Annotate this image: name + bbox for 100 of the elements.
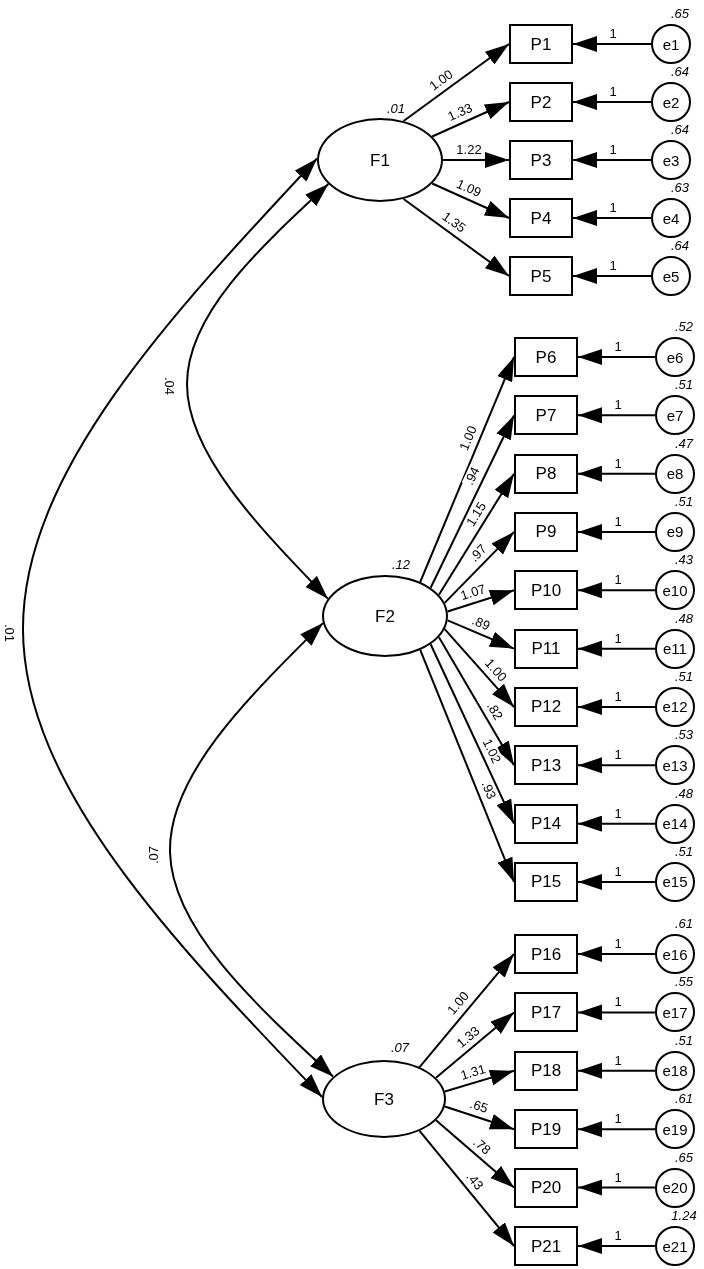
variable-label: P4 xyxy=(530,209,552,227)
variance-label: .64 xyxy=(670,122,690,136)
arrow xyxy=(419,356,515,583)
variable-label: P20 xyxy=(530,1179,562,1197)
variance-label: .51 xyxy=(674,669,694,683)
variable-label: e10 xyxy=(662,582,688,598)
latent-variable-ellipse xyxy=(322,575,448,657)
variable-label: e5 xyxy=(662,268,680,284)
observed-variable-box xyxy=(514,934,578,974)
error-term-circle xyxy=(651,82,691,122)
arrow xyxy=(419,649,515,883)
observed-variable-box xyxy=(514,992,578,1033)
variable-label: e11 xyxy=(663,641,687,657)
edge-label: .04 xyxy=(162,375,176,397)
variance-label: .51 xyxy=(674,844,694,858)
variable-label: P15 xyxy=(530,873,562,891)
variable-label: P21 xyxy=(530,1237,562,1255)
variance-label: .51 xyxy=(674,1033,694,1047)
double-headed-arrow xyxy=(186,183,330,600)
observed-variable-box xyxy=(509,24,573,64)
arrow xyxy=(435,1011,515,1079)
arrow xyxy=(577,1179,656,1196)
edge-label: 1 xyxy=(613,339,623,353)
observed-variable-box xyxy=(514,686,578,727)
error-term-circle xyxy=(655,337,695,377)
variable-label: e9 xyxy=(666,524,684,540)
arrow xyxy=(429,643,515,825)
double-headed-arrow xyxy=(169,622,335,1078)
observed-variable-box xyxy=(514,1109,578,1150)
arrow xyxy=(418,1129,515,1247)
latent-variable-ellipse xyxy=(322,1060,446,1138)
arrow xyxy=(577,699,656,715)
error-term-circle xyxy=(655,1109,695,1150)
variable-label: P10 xyxy=(530,581,562,599)
error-term-circle xyxy=(651,24,691,64)
error-term-circle xyxy=(655,686,695,727)
error-term-circle xyxy=(655,1167,695,1208)
variable-label: e17 xyxy=(662,1004,688,1020)
edge-label: 1 xyxy=(613,747,623,761)
observed-variable-box xyxy=(514,512,578,552)
error-term-circle xyxy=(655,1226,695,1266)
observed-variable-box xyxy=(509,140,573,180)
variable-label: e4 xyxy=(662,210,680,226)
variable-label: F2 xyxy=(375,607,395,625)
arrow xyxy=(443,1069,515,1093)
observed-variable-box xyxy=(514,861,578,902)
variable-label: e1 xyxy=(662,36,680,52)
variance-label: .07 xyxy=(390,1040,410,1054)
arrow xyxy=(577,524,656,540)
arrow xyxy=(572,94,652,110)
variance-label: .65 xyxy=(670,6,690,20)
observed-variable-box xyxy=(509,82,573,122)
variable-label: F3 xyxy=(374,1090,394,1108)
edge-label: 1 xyxy=(613,572,623,586)
error-term-circle xyxy=(651,140,691,180)
variance-label: .52 xyxy=(674,319,694,333)
observed-variable-box xyxy=(514,628,578,669)
variance-label: .55 xyxy=(674,974,694,988)
error-term-circle xyxy=(651,198,691,238)
edge-label: 1 xyxy=(613,1111,623,1125)
arrow xyxy=(577,640,656,657)
variable-label: e20 xyxy=(662,1180,688,1196)
error-term-circle xyxy=(655,1050,695,1091)
edge-label: .01 xyxy=(2,622,16,644)
arrow xyxy=(418,953,515,1069)
variance-label: .51 xyxy=(674,494,694,508)
edge-label: 1 xyxy=(608,258,618,272)
error-term-circle xyxy=(651,256,691,296)
observed-variable-box xyxy=(509,198,573,238)
error-term-circle xyxy=(655,395,695,436)
observed-variable-box xyxy=(514,453,578,494)
arrow xyxy=(442,152,510,168)
observed-variable-box xyxy=(509,256,573,296)
variable-label: P13 xyxy=(530,756,562,774)
edge-label: 1 xyxy=(608,84,618,98)
arrow xyxy=(572,210,652,226)
edge-label: 1 xyxy=(613,689,623,703)
variable-label: e19 xyxy=(662,1121,688,1137)
variable-label: P2 xyxy=(530,93,552,111)
edge-label: 1 xyxy=(613,864,623,878)
edge-label: 1 xyxy=(608,200,618,214)
arrow xyxy=(577,1238,656,1254)
variance-label: 1.24 xyxy=(671,1208,697,1222)
arrow xyxy=(577,349,656,365)
variable-label: e8 xyxy=(666,466,684,482)
arrow xyxy=(572,36,652,52)
variance-label: .47 xyxy=(674,436,694,450)
arrow xyxy=(577,582,656,599)
variable-label: P7 xyxy=(535,406,557,424)
arrow xyxy=(572,268,652,284)
arrow xyxy=(443,531,515,604)
variable-label: e2 xyxy=(662,94,680,110)
edge-label: 1 xyxy=(613,1170,623,1184)
observed-variable-box xyxy=(514,337,578,377)
observed-variable-box xyxy=(514,745,578,786)
observed-variable-box xyxy=(514,1167,578,1208)
error-term-circle xyxy=(655,803,695,844)
arrow xyxy=(577,1004,656,1021)
edge-label: 1 xyxy=(608,142,618,156)
variable-label: P3 xyxy=(530,151,552,169)
